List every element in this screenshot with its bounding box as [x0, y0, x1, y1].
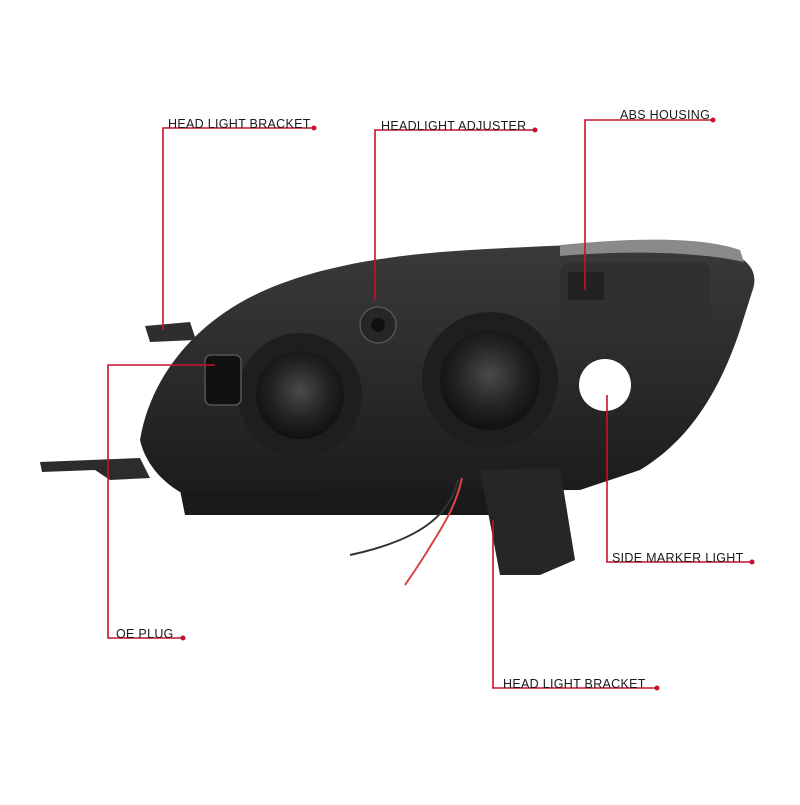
dot-oe-plug: [180, 635, 186, 641]
low-beam-lens-inner: [256, 351, 344, 439]
label-head-light-bracket-bottom: HEAD LIGHT BRACKET: [503, 677, 646, 691]
leader-side-marker-light: [606, 395, 752, 563]
headlight-housing: [40, 239, 755, 586]
leader-endpoints: [180, 117, 755, 691]
dot-head-light-bracket-bottom: [654, 685, 660, 691]
leader-oe-plug: [107, 364, 215, 639]
label-abs-housing: ABS HOUSING: [620, 108, 711, 122]
wire-red: [404, 477, 463, 586]
dot-side-marker-light: [749, 559, 755, 565]
label-head-light-bracket-top: HEAD LIGHT BRACKET: [168, 117, 311, 131]
dot-headlight-adjuster: [532, 127, 538, 133]
wire-dark: [349, 479, 459, 556]
chrome-rim: [560, 239, 744, 262]
label-side-marker-light: SIDE MARKER LIGHT: [612, 551, 744, 565]
leader-lines: [107, 119, 752, 689]
dot-abs-housing: [710, 117, 716, 123]
base-tray: [180, 490, 505, 515]
bottom-bracket: [480, 468, 575, 575]
leader-headlight-adjuster: [374, 129, 535, 300]
side-marker-opening: [579, 359, 631, 411]
leader-head-light-bracket-bottom: [492, 520, 657, 689]
oe-plug: [204, 354, 242, 406]
adjuster-knob-center: [371, 318, 385, 332]
high-beam-lens-inner: [440, 330, 540, 430]
leader-abs-housing: [584, 119, 713, 290]
label-headlight-adjuster: HEADLIGHT ADJUSTER: [381, 119, 527, 133]
leader-head-light-bracket-top: [162, 127, 314, 330]
abs-housing-clip: [568, 272, 604, 300]
label-oe-plug: OE PLUG: [116, 627, 174, 641]
left-mount-tab: [40, 458, 150, 480]
top-bracket-tab: [145, 322, 196, 342]
dot-head-light-bracket-top: [311, 125, 317, 131]
